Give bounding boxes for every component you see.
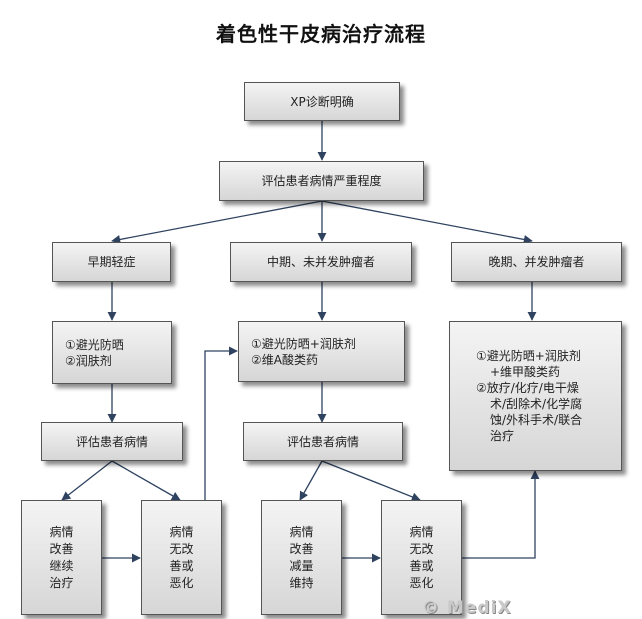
early-no-change-line-1: 病情 bbox=[169, 524, 194, 539]
late-treatment-line-3: ②放疗/化疗/电干燥 bbox=[476, 381, 579, 395]
node-assess-severity: 评估患者病情严重程度 bbox=[219, 161, 424, 201]
node-mid-stage: 中期、未并发肿瘤者 bbox=[230, 242, 412, 282]
mid-no-change-line-4: 恶化 bbox=[409, 575, 434, 590]
arrow-assess-to-early bbox=[111, 200, 323, 244]
watermark: © MediX bbox=[422, 598, 512, 618]
mid-improved-line-4: 维持 bbox=[289, 575, 314, 590]
mid-no-change-line-3: 善或 bbox=[409, 558, 434, 573]
mid-improved-line-2: 改善 bbox=[289, 541, 314, 556]
early-improved-line-1: 病情 bbox=[49, 524, 74, 539]
mid-no-change-line-2: 无改 bbox=[409, 541, 434, 556]
mid-treatment-line-2: ②维A酸类药 bbox=[251, 352, 318, 367]
early-treatment-line-1: ①避光防晒 bbox=[65, 337, 124, 352]
arrow-early-no-change-to-mid-treatment bbox=[204, 346, 238, 500]
early-no-change-line-4: 恶化 bbox=[169, 575, 194, 590]
mid-improved-line-1: 病情 bbox=[289, 524, 314, 539]
arrow-early-assess-to-no-change bbox=[111, 460, 181, 501]
node-early-treatment: ①避光防晒 ②润肤剂 bbox=[52, 321, 172, 384]
node-mid-treatment: ①避光防晒+润肤剂 ②维A酸类药 bbox=[238, 321, 405, 382]
mid-treatment-line-1: ①避光防晒+润肤剂 bbox=[251, 336, 356, 351]
node-mid-no-change: 病情 无改 善或 恶化 bbox=[381, 500, 462, 615]
early-improved-line-2: 改善 bbox=[49, 541, 74, 556]
node-early-no-change: 病情 无改 善或 恶化 bbox=[141, 500, 222, 615]
early-treatment-line-2: ②润肤剂 bbox=[65, 353, 112, 368]
arrow-mid-assess-to-no-change bbox=[321, 460, 421, 502]
node-mid-improved: 病情 改善 减量 维持 bbox=[261, 500, 342, 615]
early-improved-line-3: 继续 bbox=[49, 558, 74, 573]
mid-no-change-line-1: 病情 bbox=[409, 524, 434, 539]
node-late-stage: 晚期、并发肿瘤者 bbox=[451, 242, 622, 282]
early-improved-line-4: 治疗 bbox=[49, 575, 74, 590]
late-treatment-line-2: +维甲酸类药 bbox=[490, 365, 561, 379]
arrow-early-assess-to-improved bbox=[61, 460, 113, 501]
node-diagnosis: XP诊断明确 bbox=[244, 82, 400, 121]
node-assess-mid: 评估患者病情 bbox=[243, 422, 403, 461]
page-title: 着色性干皮病治疗流程 bbox=[216, 22, 426, 46]
arrow-assess-to-late bbox=[321, 200, 533, 244]
early-no-change-line-3: 善或 bbox=[169, 558, 194, 573]
late-treatment-line-5: 蚀/外科手术/联合 bbox=[490, 413, 583, 427]
early-no-change-line-2: 无改 bbox=[169, 541, 194, 556]
late-treatment-line-4: 术/刮除术/化学腐 bbox=[490, 397, 583, 411]
late-treatment-line-6: 治疗 bbox=[490, 429, 515, 443]
arrow-mid-assess-to-improved bbox=[299, 460, 323, 501]
node-assess-early: 评估患者病情 bbox=[41, 422, 183, 461]
node-late-treatment: ①避光防晒+润肤剂 +维甲酸类药 ②放疗/化疗/电干燥 术/刮除术/化学腐 蚀/… bbox=[449, 321, 622, 471]
arrow-mid-no-change-to-late-treatment bbox=[462, 470, 540, 559]
mid-improved-line-3: 减量 bbox=[289, 558, 314, 573]
node-early-improved: 病情 改善 继续 治疗 bbox=[21, 500, 102, 615]
late-treatment-line-1: ①避光防晒+润肤剂 bbox=[476, 349, 581, 363]
node-early-mild: 早期轻症 bbox=[52, 242, 171, 282]
